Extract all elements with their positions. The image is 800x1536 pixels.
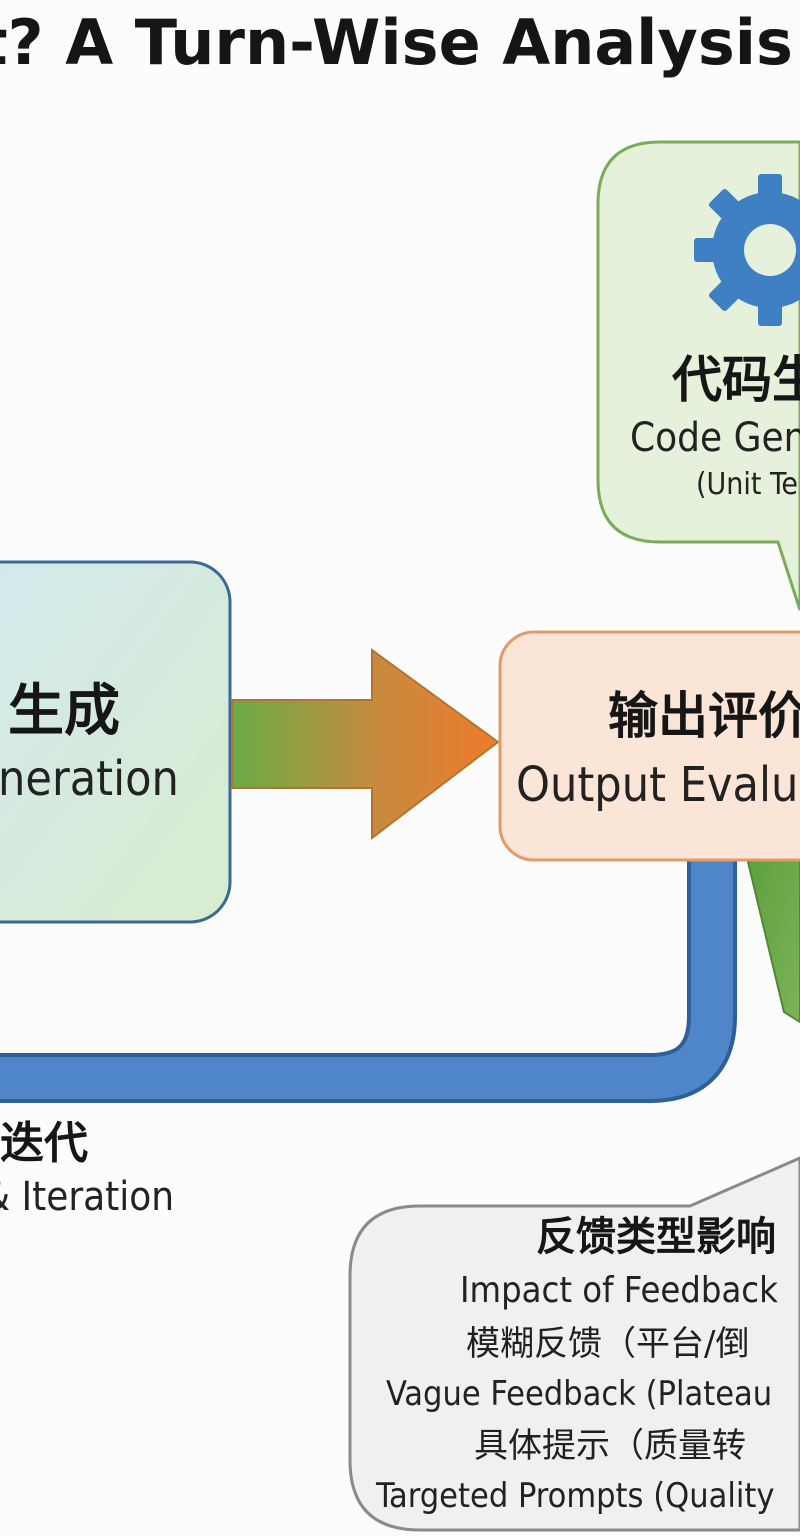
generation-title-en: neration bbox=[0, 751, 179, 807]
feedback-types-title-zh: 反馈类型影响 bbox=[536, 1214, 776, 1260]
code-gen-subtitle: (Unit Te bbox=[696, 467, 799, 502]
code-gen-title-en: Code Gen bbox=[630, 415, 800, 461]
diagram-title: t? A Turn-Wise Analysis bbox=[0, 6, 793, 79]
targeted-prompts-en: Targeted Prompts (Quality bbox=[376, 1476, 775, 1516]
feedback-types-bubble bbox=[348, 1156, 800, 1532]
vague-feedback-zh: 模糊反馈（平台/倒 bbox=[466, 1324, 750, 1364]
output-evaluation-box bbox=[498, 630, 800, 862]
generation-to-evaluation-arrow bbox=[231, 648, 500, 841]
vague-feedback-en: Vague Feedback (Plateau bbox=[386, 1374, 773, 1414]
targeted-prompts-zh: 具体提示（质量转 bbox=[474, 1426, 746, 1466]
generation-title-zh: 生成 bbox=[8, 679, 120, 744]
loop-label-zh: 迭代 bbox=[0, 1118, 88, 1169]
green-diagonal-arrow bbox=[746, 840, 800, 1024]
output-evaluation-title-en: Output Evalu bbox=[516, 757, 799, 813]
generation-box bbox=[0, 560, 232, 924]
code-gen-title-zh: 代码生 bbox=[672, 351, 800, 409]
feedback-types-title-en: Impact of Feedback bbox=[460, 1270, 778, 1311]
gear-icon bbox=[694, 174, 800, 326]
loop-label-en: & Iteration bbox=[0, 1174, 175, 1220]
output-evaluation-title-zh: 输出评价 bbox=[608, 687, 800, 745]
